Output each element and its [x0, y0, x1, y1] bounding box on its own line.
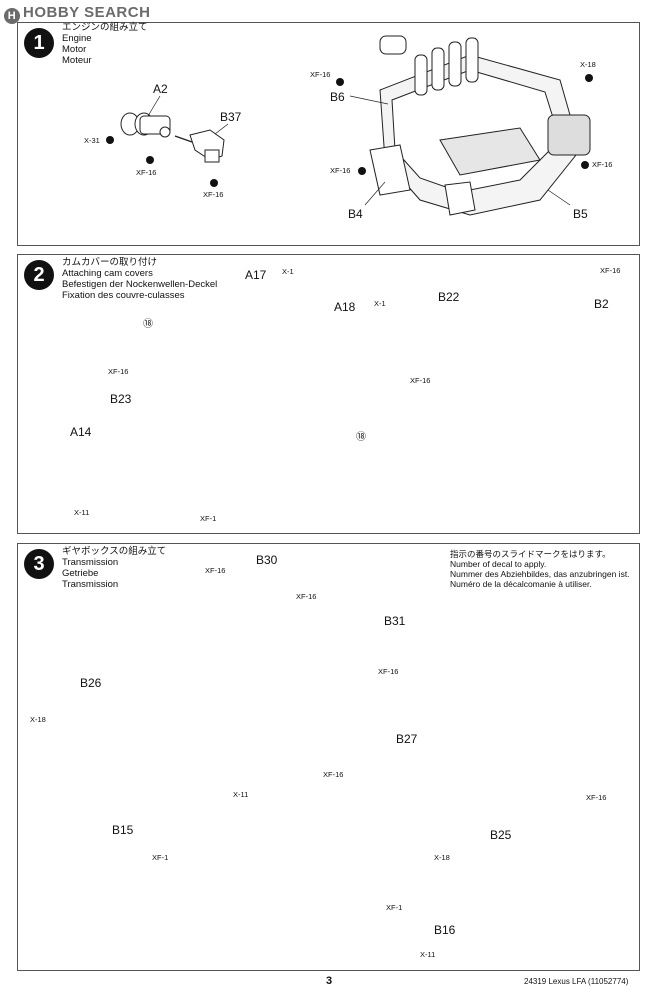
- step3-code-xf16-b: XF-16: [296, 592, 317, 601]
- decal-note-en: Number of decal to apply.: [450, 559, 547, 569]
- step2-part-b2: B2: [594, 297, 609, 311]
- step3-part-b15: B15: [112, 823, 134, 837]
- step1-code-xf16-a: XF-16: [136, 168, 157, 177]
- step2-code-x1-b: X-1: [374, 299, 386, 308]
- step3-code-xf16-e: XF-16: [586, 793, 607, 802]
- step2-part-b22: B22: [438, 290, 460, 304]
- step3-code-xf16-d: XF-16: [323, 770, 344, 779]
- step-2-title-fr: Fixation des couvre-culasses: [62, 290, 185, 301]
- step3-code-xf1-b: XF-1: [386, 903, 403, 912]
- step-1-title-fr: Moteur: [62, 55, 92, 66]
- decal-note-fr: Numéro de la décalcomanie à utiliser.: [450, 579, 592, 589]
- step2-code-x11: X-11: [74, 508, 90, 517]
- page-number: 3: [326, 975, 333, 987]
- step2-part-a14: A14: [70, 425, 92, 439]
- step3-part-b26: B26: [80, 676, 102, 690]
- step3-part-b27: B27: [396, 732, 418, 746]
- step1-paint-markers: [106, 74, 593, 187]
- step2-code-xf16-b: XF-16: [600, 266, 621, 275]
- step3-code-x18-a: X-18: [30, 715, 46, 724]
- step1-code-xf16-b: XF-16: [203, 190, 224, 199]
- step2-decal-mark-a: ⑱: [143, 319, 153, 330]
- step-2-title-de: Befestigen der Nockenwellen-Deckel: [62, 279, 218, 290]
- step-2-title-ja: カムカバーの取り付け: [62, 257, 158, 268]
- step3-code-x18-b: X-18: [434, 853, 450, 862]
- step-3-title-ja: ギヤボックスの組み立て: [62, 546, 167, 557]
- step-1-title-ja: エンジンの組み立て: [62, 22, 148, 33]
- step-3-number: 3: [24, 549, 54, 579]
- step1-leader-lines: [147, 95, 571, 206]
- step3-code-xf1-a: XF-1: [152, 853, 169, 862]
- step1-part-a2: A2: [153, 82, 168, 96]
- step3-part-b25: B25: [490, 828, 512, 842]
- step2-code-xf16-a: XF-16: [108, 367, 129, 376]
- step3-part-b30: B30: [256, 553, 278, 567]
- step-2-title: カムカバーの取り付け Attaching cam covers Befestig…: [62, 257, 217, 301]
- step3-part-b16: B16: [434, 923, 456, 937]
- step-1-title: エンジンの組み立て Engine Motor Moteur: [62, 22, 148, 66]
- step2-part-a18: A18: [334, 300, 356, 314]
- step1-part-b6: B6: [330, 90, 345, 104]
- step1-part-b5: B5: [573, 207, 588, 221]
- step-2-title-en: Attaching cam covers: [62, 268, 153, 279]
- step-1-number: 1: [24, 28, 54, 58]
- step3-decal-note: 指示の番号のスライドマークをはります。 Number of decal to a…: [450, 549, 630, 589]
- step3-code-x11-b: X-11: [420, 950, 436, 959]
- step2-decal-mark-b: ⑱: [356, 432, 366, 443]
- step-3-title-fr: Transmission: [62, 579, 119, 590]
- step3-code-xf16-a: XF-16: [205, 566, 226, 575]
- step2-code-x1-a: X-1: [282, 267, 294, 276]
- product-code: 24319 Lexus LFA (11052774): [524, 977, 629, 986]
- watermark-text: HOBBY SEARCH: [23, 4, 151, 21]
- step1-code-xf16-c: XF-16: [310, 70, 331, 79]
- step-2-number: 2: [24, 260, 54, 290]
- step3-code-xf16-c: XF-16: [378, 667, 399, 676]
- step1-code-x31: X-31: [84, 136, 100, 145]
- step2-part-b23: B23: [110, 392, 132, 406]
- hobby-search-logo-icon: H: [4, 8, 20, 24]
- step2-code-xf1: XF-1: [200, 514, 217, 523]
- step-3-title-en: Transmission: [62, 557, 119, 568]
- step-3-panel: [17, 543, 640, 971]
- step1-part-b4: B4: [348, 207, 363, 221]
- step1-b37-part: [189, 129, 225, 163]
- step1-part-b37: B37: [220, 110, 242, 124]
- step-2-panel: [17, 254, 640, 534]
- step1-a2-part: [120, 112, 171, 138]
- step-3-title: ギヤボックスの組み立て Transmission Getriebe Transm…: [62, 546, 166, 590]
- step-1-title-en: Engine: [62, 33, 92, 44]
- step1-engine-block: [369, 35, 591, 216]
- step-3-title-de: Getriebe: [62, 568, 99, 579]
- step3-code-x11-a: X-11: [233, 790, 249, 799]
- step1-code-xf16-d: XF-16: [592, 160, 613, 169]
- step3-part-b31: B31: [384, 614, 406, 628]
- step1-arrow: [174, 135, 193, 143]
- step2-code-xf16-c: XF-16: [410, 376, 431, 385]
- step1-code-xf16-e: XF-16: [330, 166, 351, 175]
- decal-note-ja: 指示の番号のスライドマークをはります。: [450, 549, 611, 559]
- step2-part-a17: A17: [245, 268, 267, 282]
- step1-code-x18: X-18: [580, 60, 596, 69]
- step-1-title-de: Motor: [62, 44, 87, 55]
- decal-note-de: Nummer des Abziehbildes, das anzubringen…: [450, 569, 630, 579]
